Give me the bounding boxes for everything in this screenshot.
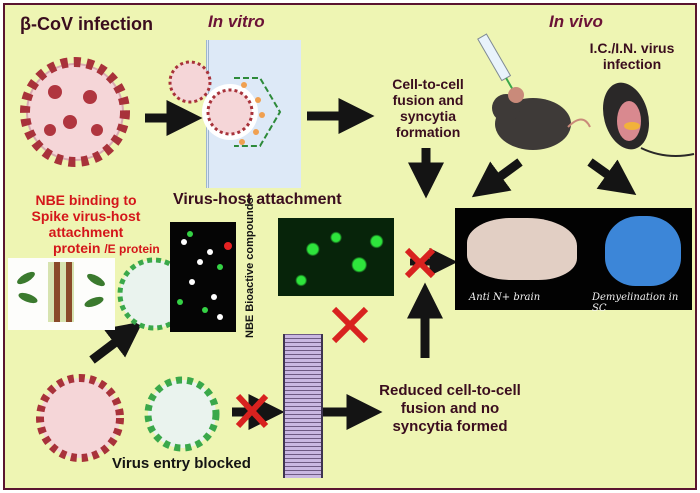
cell-membrane-column — [283, 334, 323, 478]
e-protein-text: /E protein — [104, 242, 160, 256]
nbe-binding-label: NBE binding to Spike virus-host attachme… — [12, 192, 160, 240]
protein-text: protein — [53, 240, 105, 256]
nbe-binding-line-1: NBE binding to — [35, 192, 137, 208]
nbe-binding-line-2: Spike virus-host — [31, 208, 141, 224]
histology-panel: Anti N+ brain Demyelination in SC — [455, 208, 692, 314]
cross-icon-histology — [404, 247, 436, 279]
spinal-cord-section-image — [605, 216, 681, 286]
cell-fusion-label: Cell-to-cell fusion and syncytia formati… — [368, 76, 488, 140]
syncytia-fluorescence-image — [278, 218, 394, 296]
ic-in-line-1: I.C./I.N. virus — [589, 40, 675, 56]
virus-entry-blocked-label: Virus entry blocked — [112, 455, 251, 472]
ic-in-line-2: infection — [602, 56, 662, 72]
neem-plant-image — [8, 258, 115, 330]
in-vitro-heading: In vitro — [208, 12, 265, 31]
nbe-binding-line-3: attachment — [48, 224, 124, 240]
cell-fusion-line-1: Cell-to-cell — [392, 76, 464, 92]
nbe-binding-line-4: protein /E protein — [53, 240, 160, 256]
cross-icon-fluorescence — [331, 306, 369, 344]
arrow-to-green-virus — [89, 321, 143, 364]
arrow-mouse-to-brain — [471, 158, 523, 198]
reduced-line-2: fusion and no — [400, 400, 500, 417]
cell-fusion-line-3: syncytia — [399, 108, 457, 124]
virus-host-attachment-label: Virus-host attachment — [173, 191, 342, 208]
ic-in-label: I.C./I.N. virus infection — [572, 40, 692, 72]
cross-icon-entry — [235, 393, 269, 429]
rat-anatomy-icon — [602, 82, 695, 157]
red-coronavirus-bottom-icon — [36, 374, 124, 462]
reduced-line-1: Reduced cell-to-cell — [379, 382, 521, 399]
anti-n-brain-caption: Anti N+ brain — [469, 292, 541, 303]
mouse-syringe-icon — [477, 33, 591, 150]
reduced-fusion-label: Reduced cell-to-cell fusion and no syncy… — [370, 382, 530, 436]
arrow-mouse-to-sc — [587, 158, 637, 196]
virus-attachment-illustration — [168, 60, 282, 147]
cell-fusion-line-4: formation — [395, 124, 461, 140]
brain-section-image — [467, 218, 577, 280]
bioactive-compounds-image — [170, 222, 236, 332]
red-coronavirus-spikes — [20, 57, 130, 167]
green-coronavirus-bottom-icon — [144, 376, 220, 452]
in-vivo-heading: In vivo — [549, 12, 603, 31]
cell-fusion-line-2: fusion and — [392, 92, 464, 108]
main-title: β-CoV infection — [20, 14, 153, 34]
reduced-line-3: syncytia formed — [392, 418, 508, 435]
demyelination-caption: Demyelination in SC — [592, 292, 679, 314]
